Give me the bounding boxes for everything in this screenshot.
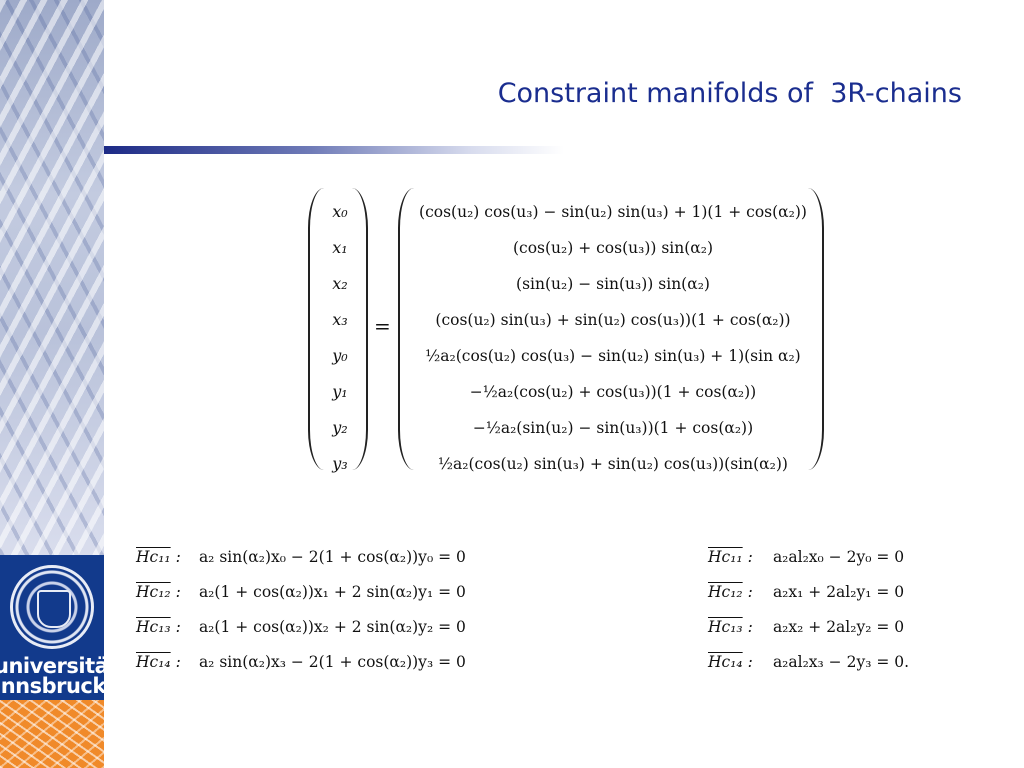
university-seal-icon bbox=[10, 565, 94, 649]
logo-text-line1: universität bbox=[0, 654, 104, 678]
logo-text-line2: innsbruck bbox=[0, 674, 104, 698]
constraint-expression: a₂(1 + cos(α₂))x₁ + 2 sin(α₂)y₁ = 0 bbox=[198, 583, 466, 601]
constraint-row: Hc₁₂ : a₂x₁ + 2al₂y₁ = 0 bbox=[708, 575, 909, 610]
constraint-expression: a₂x₂ + 2al₂y₂ = 0 bbox=[772, 618, 905, 636]
constraint-row: Hc₁₄ : a₂ sin(α₂)x₃ − 2(1 + cos(α₂))y₃ =… bbox=[136, 645, 466, 680]
lhs-entry: y₃ bbox=[332, 454, 348, 473]
constraint-label: Hc₁₂ bbox=[136, 583, 171, 601]
rhs-entry: (cos(u₂) cos(u₃) − sin(u₂) sin(u₃) + 1)(… bbox=[419, 203, 807, 221]
constraint-separator: : bbox=[170, 548, 181, 566]
constraint-separator: : bbox=[742, 583, 753, 601]
rhs-entry: −½a₂(sin(u₂) − sin(u₃))(1 + cos(α₂)) bbox=[472, 419, 754, 437]
left-paren-rhs bbox=[398, 188, 414, 470]
constraint-label: Hc₁₄ bbox=[136, 653, 171, 671]
constraint-row: Hc₁₃ : a₂(1 + cos(α₂))x₂ + 2 sin(α₂)y₂ =… bbox=[136, 610, 466, 645]
constraints-general-list: Hc₁₁ : a₂ sin(α₂)x₀ − 2(1 + cos(α₂))y₀ =… bbox=[136, 540, 466, 680]
title-underline-rule bbox=[104, 146, 564, 154]
constraint-row: Hc₁₄ : a₂al₂x₃ − 2y₃ = 0. bbox=[708, 645, 909, 680]
constraint-row: Hc₁₃ : a₂x₂ + 2al₂y₂ = 0 bbox=[708, 610, 909, 645]
lhs-entry: y₁ bbox=[332, 382, 348, 401]
constraint-expression: a₂ sin(α₂)x₃ − 2(1 + cos(α₂))y₃ = 0 bbox=[198, 653, 466, 671]
constraints-substituted-list: Hc₁₁ : a₂al₂x₀ − 2y₀ = 0 Hc₁₂ : a₂x₁ + 2… bbox=[708, 540, 909, 680]
equals-sign: = bbox=[374, 314, 391, 338]
constraint-label: Hc₁₄ bbox=[708, 653, 743, 671]
constraint-expression: a₂al₂x₀ − 2y₀ = 0 bbox=[772, 548, 905, 566]
rhs-entry: (cos(u₂) + cos(u₃)) sin(α₂) bbox=[512, 239, 714, 257]
constraint-expression: a₂al₂x₃ − 2y₃ = 0. bbox=[772, 653, 910, 671]
constraint-separator: : bbox=[742, 548, 753, 566]
lhs-entry: x₀ bbox=[332, 202, 348, 221]
rhs-entry: ½a₂(cos(u₂) sin(u₃) + sin(u₂) cos(u₃))(s… bbox=[438, 455, 788, 473]
constraint-expression: a₂ sin(α₂)x₀ − 2(1 + cos(α₂))y₀ = 0 bbox=[198, 548, 466, 566]
rhs-entry: (cos(u₂) sin(u₃) + sin(u₂) cos(u₃))(1 + … bbox=[435, 311, 791, 329]
lhs-vector: x₀ x₁ x₂ x₃ y₀ y₁ y₂ y₃ bbox=[324, 194, 356, 482]
lhs-entry: x₁ bbox=[332, 238, 348, 257]
rhs-entry: (sin(u₂) − sin(u₃)) sin(α₂) bbox=[516, 275, 710, 293]
constraint-separator: : bbox=[170, 618, 181, 636]
lhs-entry: y₂ bbox=[332, 418, 348, 437]
constraint-separator: : bbox=[742, 618, 753, 636]
constraint-label: Hc₁₃ bbox=[708, 618, 743, 636]
constraint-label: Hc₁₂ bbox=[708, 583, 743, 601]
rhs-entry: ½a₂(cos(u₂) cos(u₃) − sin(u₂) sin(u₃) + … bbox=[425, 347, 801, 365]
slide-title: Constraint manifolds of 3R-chains bbox=[497, 78, 962, 109]
rhs-entry: −½a₂(cos(u₂) + cos(u₃))(1 + cos(α₂)) bbox=[469, 383, 757, 401]
decorative-side-band bbox=[0, 0, 104, 555]
constraint-expression: a₂x₁ + 2al₂y₁ = 0 bbox=[772, 583, 905, 601]
constraint-row: Hc₁₁ : a₂ sin(α₂)x₀ − 2(1 + cos(α₂))y₀ =… bbox=[136, 540, 466, 575]
constraint-label: Hc₁₁ bbox=[708, 548, 743, 566]
lhs-entry: x₂ bbox=[332, 274, 348, 293]
constraint-separator: : bbox=[170, 583, 181, 601]
right-paren-lhs bbox=[352, 188, 368, 470]
logo-decorative-pattern bbox=[0, 700, 104, 768]
constraint-row: Hc₁₁ : a₂al₂x₀ − 2y₀ = 0 bbox=[708, 540, 909, 575]
constraint-row: Hc₁₂ : a₂(1 + cos(α₂))x₁ + 2 sin(α₂)y₁ =… bbox=[136, 575, 466, 610]
lhs-entry: x₃ bbox=[332, 310, 348, 329]
university-logo: universität innsbruck bbox=[0, 555, 104, 768]
right-paren-rhs bbox=[808, 188, 824, 470]
constraint-separator: : bbox=[170, 653, 181, 671]
left-paren-lhs bbox=[308, 188, 324, 470]
constraint-label: Hc₁₃ bbox=[136, 618, 171, 636]
rhs-vector: (cos(u₂) cos(u₃) − sin(u₂) sin(u₃) + 1)(… bbox=[408, 194, 818, 482]
constraint-expression: a₂(1 + cos(α₂))x₂ + 2 sin(α₂)y₂ = 0 bbox=[198, 618, 466, 636]
constraint-label: Hc₁₁ bbox=[136, 548, 171, 566]
constraint-separator: : bbox=[742, 653, 753, 671]
lhs-entry: y₀ bbox=[332, 346, 348, 365]
parametrization-equation: x₀ x₁ x₂ x₃ y₀ y₁ y₂ y₃ = (cos(u₂) cos(u… bbox=[308, 188, 828, 473]
